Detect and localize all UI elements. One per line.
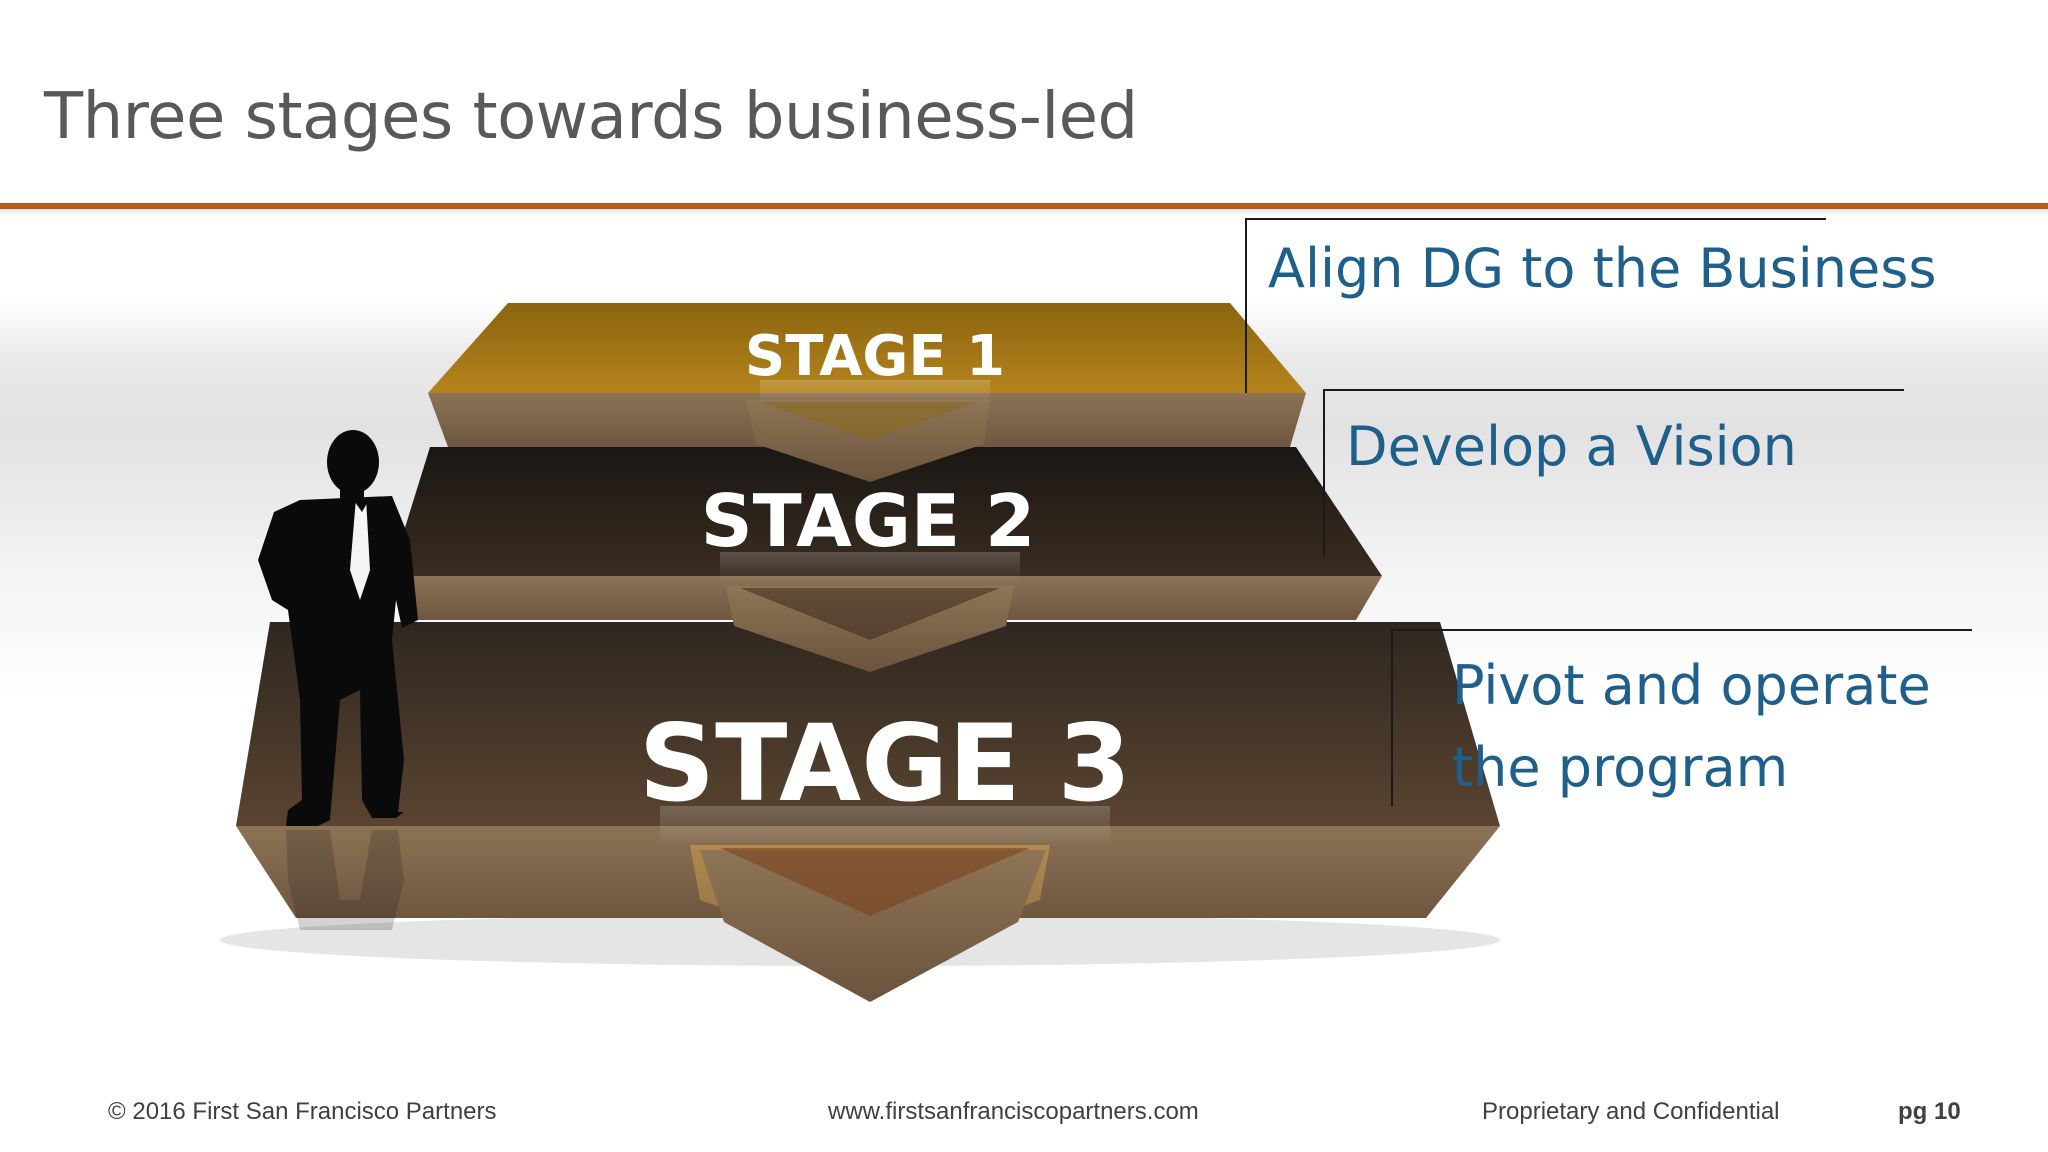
footer-copyright: © 2016 First San Francisco Partners [108, 1098, 497, 1125]
stage-2-arrow [726, 586, 1014, 672]
title-divider [0, 203, 2048, 209]
stage-2-label: STAGE 2 [701, 479, 1036, 563]
stage-2-callout: Develop a Vision [1346, 415, 1797, 478]
stage-3-leader-line [1391, 629, 1972, 806]
footer-confidential: Proprietary and Confidential [1482, 1098, 1780, 1125]
title-divider-shadow [0, 209, 2048, 215]
stage-2-label-reflection [720, 552, 1020, 582]
stage-3-label-reflection [660, 806, 1110, 846]
footer-page-number: pg 10 [1898, 1098, 1961, 1125]
stage-1-label-reflection [760, 380, 990, 404]
stage-3-label: STAGE 3 [639, 702, 1132, 825]
stage-3-callout-line-1: Pivot and operate [1452, 654, 1931, 717]
stage-3-callout-line-2: the program [1452, 736, 1789, 799]
footer-website-link[interactable]: www.firstsanfranciscopartners.com [828, 1098, 1199, 1125]
stage-1-label: STAGE 1 [745, 324, 1005, 389]
stage-2-leader-line [1323, 389, 1904, 556]
callout-leader-lines [1245, 218, 1972, 806]
stage-1-arrow [746, 400, 990, 482]
businessman-reflection [286, 830, 404, 930]
businessman-silhouette-icon [258, 430, 418, 826]
stage-1-leader-line [1245, 218, 1826, 393]
stage-3-arrow [690, 845, 1050, 1002]
slide-title: Three stages towards business-led [44, 80, 1138, 154]
stage-1-callout: Align DG to the Business [1268, 237, 1937, 300]
